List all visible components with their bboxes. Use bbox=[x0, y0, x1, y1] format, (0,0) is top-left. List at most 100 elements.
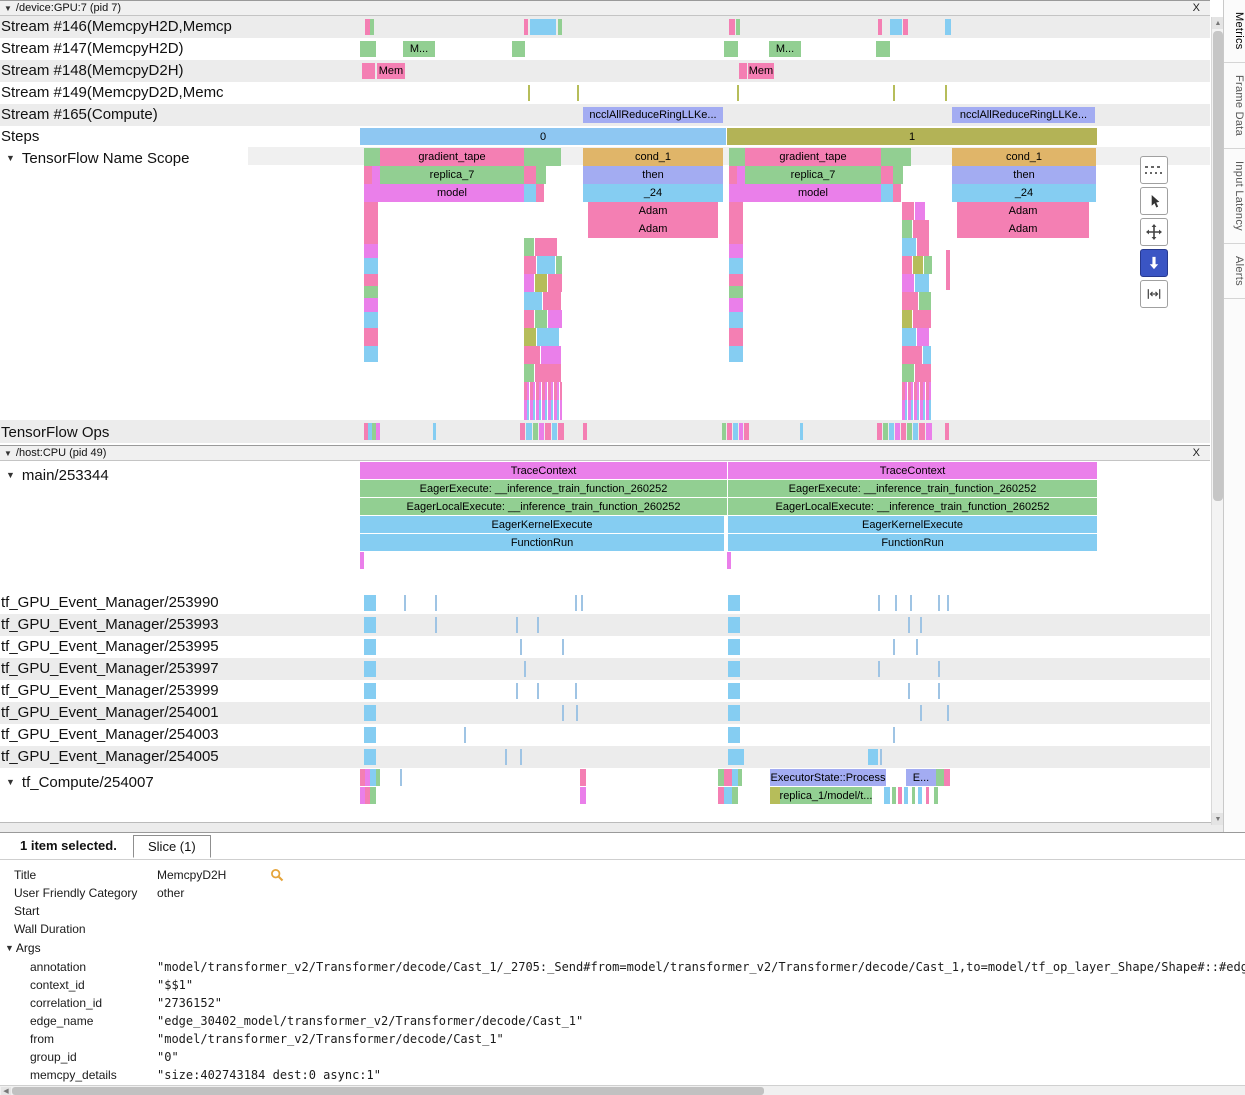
timing-marks-tool-button[interactable] bbox=[1140, 156, 1168, 184]
trace-event[interactable] bbox=[724, 787, 732, 804]
track-label-em-253995[interactable]: tf_GPU_Event_Manager/253995 bbox=[1, 638, 247, 657]
disclosure-arrow-icon[interactable]: ▼ bbox=[4, 3, 12, 13]
trace-event[interactable] bbox=[435, 617, 437, 633]
trace-event[interactable] bbox=[728, 683, 740, 699]
trace-event[interactable] bbox=[520, 639, 522, 655]
scroll-left-button[interactable]: ◀ bbox=[1, 1087, 11, 1095]
trace-event[interactable]: Adam bbox=[957, 202, 1089, 220]
trace-event[interactable] bbox=[524, 274, 534, 292]
disclosure-arrow-icon[interactable]: ▼ bbox=[6, 470, 15, 480]
trace-event[interactable] bbox=[535, 238, 557, 256]
trace-event[interactable] bbox=[433, 423, 436, 440]
trace-event[interactable] bbox=[520, 749, 522, 765]
trace-event[interactable] bbox=[528, 85, 530, 101]
trace-event[interactable] bbox=[548, 274, 562, 292]
trace-event[interactable] bbox=[947, 595, 949, 611]
side-tab-metrics[interactable]: Metrics bbox=[1224, 0, 1245, 63]
trace-event[interactable] bbox=[908, 683, 910, 699]
trace-event[interactable] bbox=[893, 184, 901, 202]
trace-event[interactable] bbox=[526, 423, 532, 440]
trace-event[interactable] bbox=[543, 292, 561, 310]
trace-event[interactable]: M... bbox=[769, 41, 801, 57]
trace-event[interactable] bbox=[516, 617, 518, 633]
trace-event[interactable]: FunctionRun bbox=[360, 534, 724, 551]
trace-event[interactable] bbox=[364, 184, 380, 202]
trace-event[interactable] bbox=[583, 423, 587, 440]
disclosure-arrow-icon[interactable]: ▼ bbox=[4, 448, 12, 458]
trace-event[interactable]: 0 bbox=[360, 128, 726, 145]
trace-event[interactable] bbox=[946, 250, 950, 290]
trace-event[interactable] bbox=[535, 364, 561, 382]
disclosure-arrow-icon[interactable]: ▼ bbox=[6, 153, 15, 163]
trace-event[interactable] bbox=[728, 617, 740, 633]
trace-event[interactable] bbox=[945, 423, 949, 440]
trace-event[interactable] bbox=[400, 769, 402, 786]
trace-event[interactable] bbox=[902, 346, 922, 364]
trace-event[interactable] bbox=[881, 148, 911, 166]
trace-event[interactable] bbox=[370, 769, 376, 786]
trace-event[interactable] bbox=[364, 423, 368, 440]
trace-event[interactable] bbox=[913, 256, 923, 274]
track-label-name-scope[interactable]: ▼TensorFlow Name Scope bbox=[1, 150, 247, 169]
trace-event[interactable] bbox=[524, 346, 540, 364]
trace-event[interactable] bbox=[376, 423, 380, 440]
track-label-stream-148[interactable]: Stream #148(MemcpyD2H) bbox=[1, 62, 247, 81]
trace-event[interactable] bbox=[372, 166, 380, 184]
vertical-scrollbar[interactable]: ▲ ▼ bbox=[1211, 17, 1224, 825]
gpu-panel-close-button[interactable]: X bbox=[1192, 2, 1200, 14]
trace-event[interactable] bbox=[524, 382, 562, 400]
trace-event[interactable] bbox=[893, 166, 903, 184]
trace-event[interactable] bbox=[902, 400, 932, 420]
trace-event[interactable] bbox=[729, 258, 743, 274]
trace-event[interactable] bbox=[912, 787, 915, 804]
trace-event[interactable] bbox=[744, 423, 749, 440]
track-label-em-254001[interactable]: tf_GPU_Event_Manager/254001 bbox=[1, 704, 247, 723]
trace-event[interactable]: FunctionRun bbox=[728, 534, 1097, 551]
disclosure-arrow-icon[interactable]: ▼ bbox=[6, 777, 15, 787]
magnifier-icon[interactable] bbox=[270, 868, 284, 882]
trace-event[interactable] bbox=[562, 705, 564, 721]
trace-event[interactable] bbox=[876, 41, 890, 57]
trace-event[interactable]: Adam bbox=[588, 220, 718, 238]
trace-event[interactable] bbox=[902, 328, 916, 346]
side-tab-frame-data[interactable]: Frame Data bbox=[1224, 63, 1245, 149]
trace-event[interactable] bbox=[739, 423, 743, 440]
trace-event[interactable] bbox=[365, 769, 370, 786]
cpu-panel-header[interactable]: ▼ /host:CPU (pid 49) X bbox=[0, 445, 1210, 461]
trace-event[interactable] bbox=[364, 617, 376, 633]
trace-event[interactable]: gradient_tape bbox=[745, 148, 881, 166]
trace-event[interactable] bbox=[464, 727, 466, 743]
trace-event[interactable] bbox=[370, 19, 374, 35]
trace-event[interactable]: 1 bbox=[727, 128, 1097, 145]
trace-event[interactable] bbox=[524, 328, 536, 346]
trace-event[interactable] bbox=[902, 382, 932, 400]
trace-event[interactable] bbox=[902, 364, 914, 382]
trace-event[interactable] bbox=[737, 85, 739, 101]
trace-event[interactable] bbox=[362, 63, 375, 79]
trace-event[interactable] bbox=[884, 787, 890, 804]
trace-event[interactable] bbox=[926, 787, 929, 804]
trace-event[interactable] bbox=[364, 639, 376, 655]
trace-event[interactable] bbox=[364, 274, 378, 286]
side-tab-alerts[interactable]: Alerts bbox=[1224, 244, 1245, 299]
trace-event[interactable] bbox=[916, 639, 918, 655]
trace-event[interactable]: replica_7 bbox=[745, 166, 881, 184]
trace-event[interactable] bbox=[365, 19, 370, 35]
trace-event[interactable] bbox=[729, 346, 743, 362]
trace-event[interactable] bbox=[920, 705, 922, 721]
trace-event[interactable] bbox=[364, 312, 378, 328]
trace-event[interactable] bbox=[524, 238, 534, 256]
trace-event[interactable] bbox=[770, 787, 780, 804]
trace-event[interactable] bbox=[878, 595, 880, 611]
trace-event[interactable] bbox=[364, 244, 378, 258]
trace-event[interactable] bbox=[917, 238, 929, 256]
trace-event[interactable] bbox=[364, 705, 376, 721]
trace-event[interactable]: _24 bbox=[583, 184, 723, 202]
track-label-tensorflow-ops[interactable]: TensorFlow Ops bbox=[1, 424, 247, 443]
trace-event[interactable] bbox=[577, 85, 579, 101]
trace-event[interactable] bbox=[908, 617, 910, 633]
trace-event[interactable]: then bbox=[583, 166, 723, 184]
trace-event[interactable] bbox=[364, 595, 376, 611]
trace-event[interactable]: cond_1 bbox=[952, 148, 1096, 166]
trace-event[interactable] bbox=[729, 202, 743, 244]
